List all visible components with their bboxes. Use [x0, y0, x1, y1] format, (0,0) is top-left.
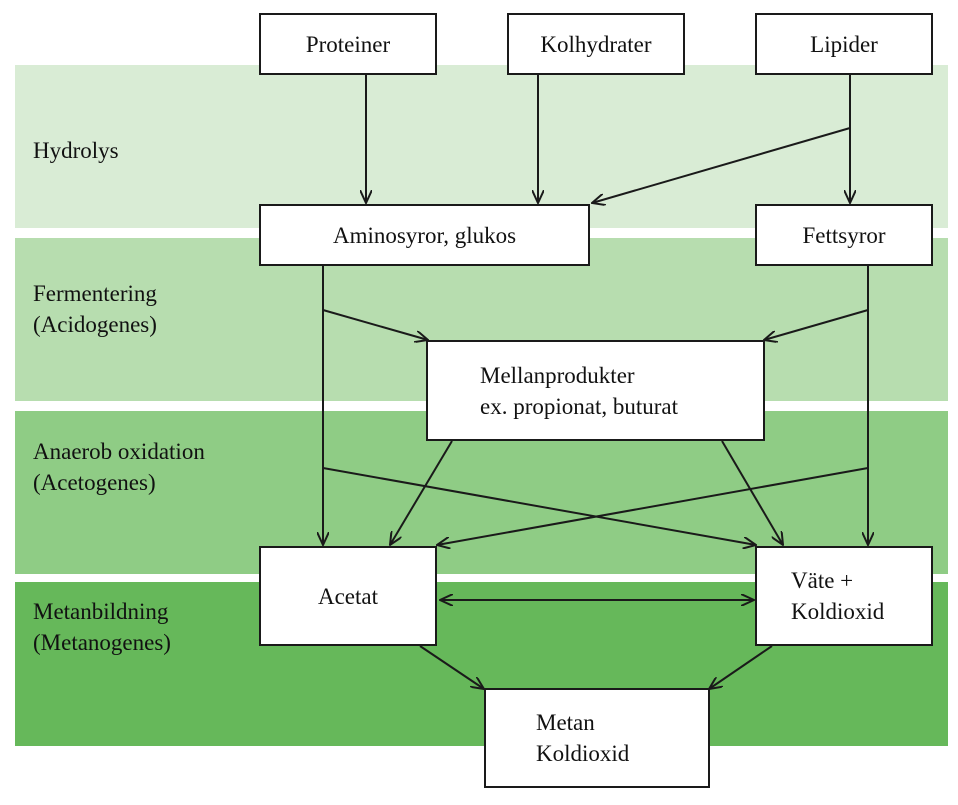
arrow-lipider-to-aminosyror: [592, 127, 851, 203]
arrow-mellanprodukter-to-vate: [721, 440, 783, 545]
arrow-acetat-to-metan: [419, 645, 484, 689]
node-acetat: Acetat: [259, 546, 437, 646]
stage-label-line: Hydrolys: [33, 138, 119, 163]
stage-label-hydrolys: Hydrolys: [33, 135, 119, 166]
node-vate-koldioxid: Väte + Koldioxid: [755, 546, 933, 646]
arrow-aminosyror-to-mellanprodukter: [322, 309, 428, 340]
node-label: Metan: [536, 710, 595, 735]
stage-label-line: (Acidogenes): [33, 312, 157, 337]
node-label: Proteiner: [305, 31, 391, 57]
node-kolhydrater: Kolhydrater: [507, 13, 685, 75]
node-label: Koldioxid: [791, 599, 885, 624]
node-metan-koldioxid: Metan Koldioxid: [484, 688, 710, 788]
node-label: Aminosyror, glukos: [332, 222, 517, 248]
stage-label-line: Anaerob oxidation: [33, 439, 205, 464]
node-label: Mellanprodukter: [480, 362, 635, 388]
arrow-fettsyror-to-mellanprodukter: [764, 309, 869, 340]
arrow-aminosyror-to-vate: [322, 467, 756, 545]
stage-label-line: (Acetogenes): [33, 470, 156, 495]
node-label: Lipider: [810, 31, 878, 57]
node-label: Acetat: [317, 583, 378, 609]
arrow-mellanprodukter-to-acetat: [390, 440, 453, 545]
node-lipider: Lipider: [755, 13, 933, 75]
node-mellanprodukter: Mellanprodukter ex. propionat, buturat: [426, 340, 765, 441]
arrow-fettsyror-to-acetat: [437, 467, 869, 545]
stage-label-line: Fermentering: [33, 281, 157, 306]
node-aminosyror-glukos: Aminosyror, glukos: [259, 204, 590, 266]
stage-label-fermentering: Fermentering (Acidogenes): [33, 278, 157, 340]
node-label: ex. propionat, buturat: [480, 393, 679, 419]
node-label: Koldioxid: [536, 741, 630, 766]
stage-label-line: (Metanogenes): [33, 630, 171, 655]
node-label: Fettsyror: [802, 222, 886, 248]
arrow-vate-to-metan: [709, 645, 773, 689]
node-label: Kolhydrater: [540, 31, 652, 57]
stage-label-anaerob-oxidation: Anaerob oxidation (Acetogenes): [33, 436, 205, 498]
stage-label-metanbildning: Metanbildning (Metanogenes): [33, 596, 171, 658]
stage-label-line: Metanbildning: [33, 599, 169, 624]
node-label: Väte +: [791, 568, 854, 593]
node-proteiner: Proteiner: [259, 13, 437, 75]
node-fettsyror: Fettsyror: [755, 204, 933, 266]
stage-band-hydrolys: [15, 65, 948, 228]
